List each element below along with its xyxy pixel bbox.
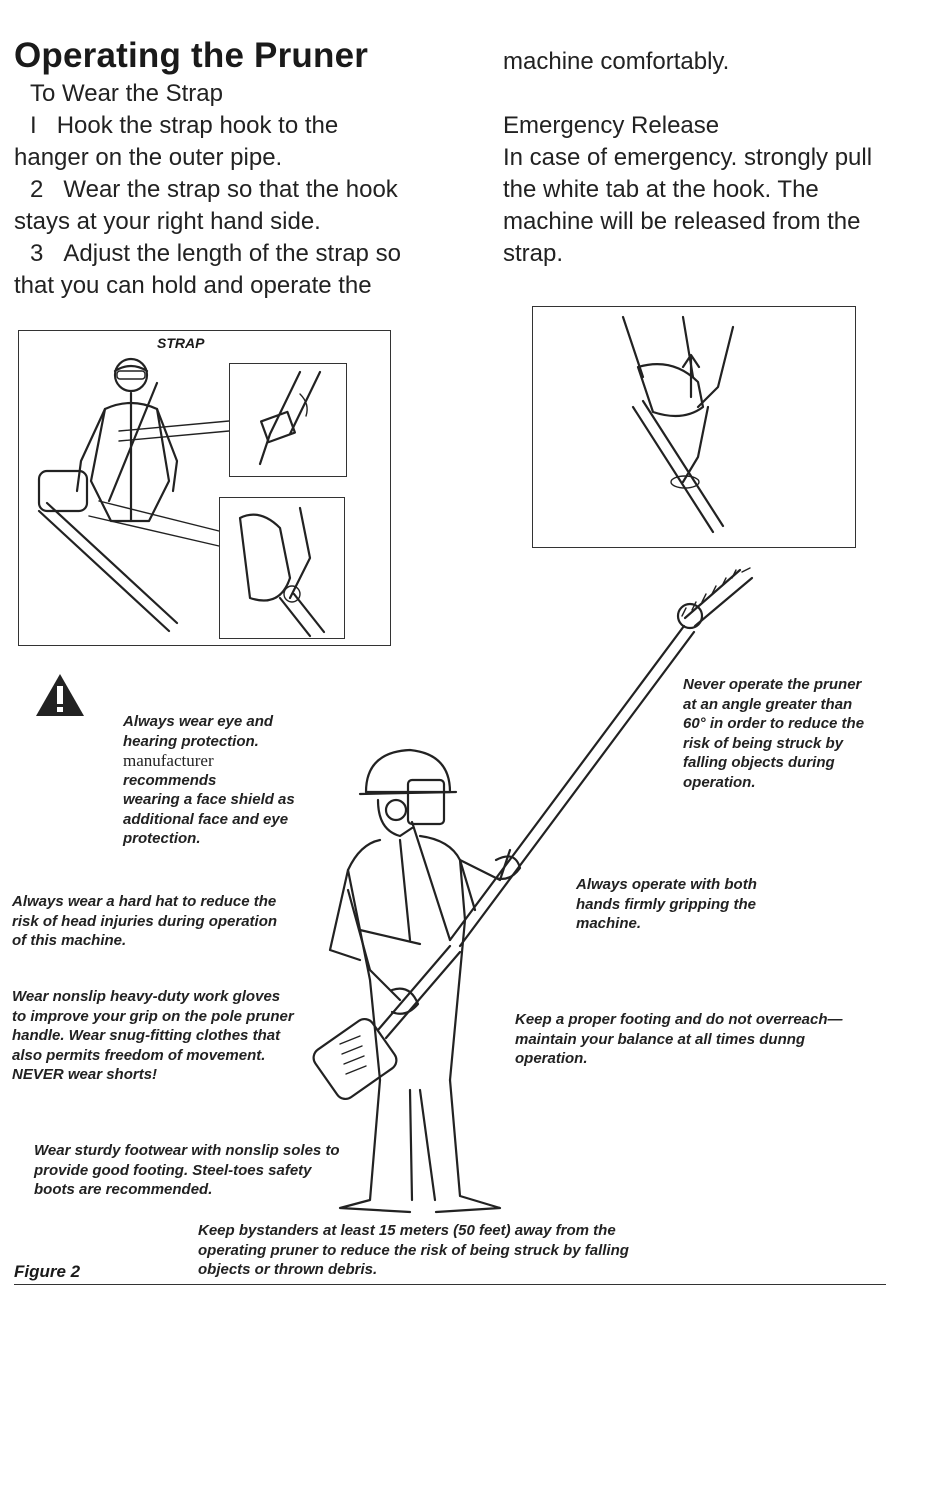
warning-angle-line-2: at an angle greater than — [683, 695, 853, 713]
bottom-divider — [14, 1284, 886, 1285]
step-3-line-1: 3 Adjust the length of the strap so — [14, 238, 484, 270]
warning-footing-line-1: Keep a proper footing and do not overrea… — [515, 1011, 843, 1028]
strap-wearer-illustration — [37, 357, 230, 633]
emergency-line-2: the white tab at the hook. The — [503, 176, 819, 203]
warning-hard-hat: Always wear a hard hat to reduce the ris… — [12, 892, 312, 951]
emergency-release-section: machine comfortably. Emergency Release I… — [503, 46, 933, 270]
warning-gloves-line-2: to improve your grip on the pole pruner — [12, 1007, 294, 1025]
step-1-number: I — [30, 112, 37, 139]
warning-eye-line-3: manufacturer — [123, 751, 214, 770]
warning-hat-line-3: of this machine. — [12, 932, 127, 949]
warning-angle-limit: Never operate the pruner at an angle gre… — [683, 675, 903, 792]
step-2-line-2: stays at your right hand side. — [14, 208, 321, 235]
warning-bystanders-line-3: objects or thrown debris. — [198, 1261, 378, 1278]
warning-footwear-line-1: Wear sturdy footwear with nonslip soles … — [34, 1142, 340, 1159]
warning-both-hands: Always operate with both hands firmly gr… — [576, 875, 796, 934]
step-2-text: Wear the strap so that the hook — [63, 176, 398, 203]
warning-hands-line-2: hands firmly gripping the — [576, 895, 757, 913]
warning-eye-line-6: additional face and eye — [123, 810, 289, 828]
emergency-release-title: Emergency Release — [503, 112, 720, 139]
warning-eye-line-2: hearing protection. — [123, 732, 259, 750]
step-3-continued: machine comfortably. — [503, 48, 730, 75]
strap-label: STRAP — [157, 335, 205, 351]
warning-bystanders: Keep bystanders at least 15 meters (50 f… — [198, 1221, 658, 1280]
warning-footing-line-2: maintain your balance at all times dunng — [515, 1030, 806, 1048]
warning-footing-line-3: operation. — [515, 1050, 588, 1067]
step-2-number: 2 — [30, 176, 44, 203]
warning-hands-line-3: machine. — [576, 915, 642, 932]
warning-gloves-line-5: NEVER wear shorts! — [12, 1066, 158, 1083]
warning-footing: Keep a proper footing and do not overrea… — [515, 1010, 875, 1069]
hand-hook-inset — [219, 497, 345, 639]
warning-hat-line-2: risk of head injuries during operation — [12, 912, 278, 930]
warning-gloves-line-3: handle. Wear snug-fitting clothes that — [12, 1027, 281, 1044]
strap-instructions: To Wear the Strap I Hook the strap hook … — [14, 78, 484, 302]
emergency-release-illustration-box — [532, 306, 856, 548]
warning-angle-line-3: 60° in order to reduce the — [683, 715, 865, 732]
step-2-line-1: 2 Wear the strap so that the hook — [14, 174, 484, 206]
warning-bystanders-line-2: operating pruner to reduce the risk of b… — [198, 1241, 629, 1259]
warning-eye-line-4: recommends — [123, 771, 217, 789]
strap-hook-inset — [229, 363, 347, 477]
warning-gloves-line-4: also permits freedom of movement. — [12, 1046, 266, 1064]
warning-angle-line-5: falling objects during — [683, 754, 835, 771]
step-3-number: 3 — [30, 240, 44, 267]
warning-eye-line-7: protection. — [123, 830, 201, 847]
warning-hands-line-1: Always operate with both — [576, 876, 757, 893]
warning-triangle-icon — [36, 674, 84, 716]
emergency-line-1: In case of emergency. strongly pull — [503, 144, 873, 171]
page-title: Operating the Pruner — [14, 36, 369, 75]
hand-hook-detail — [238, 506, 326, 638]
emergency-line-3: machine will be released from the — [503, 208, 861, 235]
warning-hat-line-1: Always wear a hard hat to reduce the — [12, 893, 277, 910]
warning-eye-line-5: wearing a face shield as — [123, 791, 295, 808]
warning-angle-line-6: operation. — [683, 773, 756, 791]
step-1-line-2: hanger on the outer pipe. — [14, 144, 283, 171]
warning-footwear-line-2: provide good footing. Steel-toes safety — [34, 1161, 312, 1179]
pruner-operator-illustration — [312, 567, 754, 1214]
warning-eye-line-1: Always wear eye and — [123, 713, 274, 730]
warning-footwear-line-3: boots are recommended. — [34, 1181, 213, 1198]
warning-footwear: Wear sturdy footwear with nonslip soles … — [34, 1141, 364, 1200]
figure-label: Figure 2 — [14, 1262, 81, 1281]
warning-eye-protection: Always wear eye and hearing protection. … — [123, 712, 333, 849]
step-3-text: Adjust the length of the strap so — [63, 240, 401, 267]
subheading-wear-strap: To Wear the Strap — [30, 80, 223, 107]
strap-hook-detail — [258, 370, 322, 466]
emergency-line-4: strap. — [503, 240, 564, 267]
warning-gloves-clothing: Wear nonslip heavy-duty work gloves to i… — [12, 987, 322, 1085]
emergency-release-illustration — [621, 315, 735, 534]
warning-gloves-line-1: Wear nonslip heavy-duty work gloves — [12, 988, 281, 1005]
warning-bystanders-line-1: Keep bystanders at least 15 meters (50 f… — [198, 1222, 616, 1239]
warning-angle-line-4: risk of being struck by — [683, 734, 844, 752]
strap-illustration-box: STRAP — [18, 330, 391, 646]
step-1-line-1: I Hook the strap hook to the — [14, 110, 484, 142]
step-3-line-2: that you can hold and operate the — [14, 272, 372, 299]
warning-angle-line-1: Never operate the pruner — [683, 676, 862, 693]
step-1-text: Hook the strap hook to the — [56, 112, 339, 139]
